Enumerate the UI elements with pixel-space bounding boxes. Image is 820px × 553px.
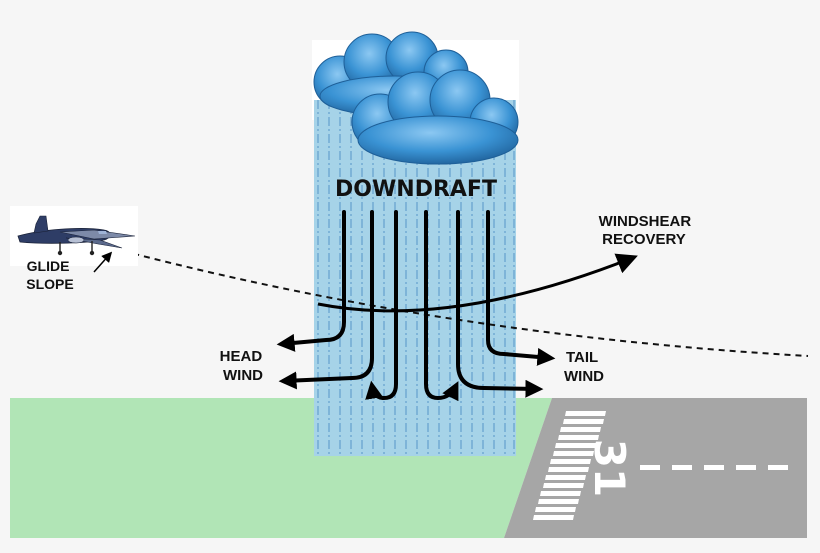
airplane-icon (10, 206, 138, 266)
head-wind-label: HEAD WIND (220, 348, 267, 384)
flow-arrow-down-left (365, 210, 398, 401)
flow-arrow-tail-wind-upper (456, 210, 544, 398)
flow-arrow-head-wind-lower (278, 210, 374, 390)
glide-slope-label: GLIDE SLOPE (26, 258, 73, 292)
downdraft-label: DOWNDRAFT (335, 177, 497, 202)
flow-arrow-head-wind-upper (276, 210, 346, 352)
downdraft-flow-arrows (276, 210, 556, 402)
glide-slope-path (111, 247, 809, 357)
windshear-recovery-arrow (317, 253, 638, 313)
flow-arrow-tail-wind-lower (486, 210, 556, 366)
runway-number: 31 (585, 439, 634, 497)
glide-slope-pointer (93, 251, 113, 273)
runway-centerline (640, 465, 788, 470)
flow-arrow-down-right (424, 210, 459, 402)
windshear-recovery-label: WINDSHEAR RECOVERY (599, 213, 696, 248)
storm-cloud-front (351, 69, 519, 165)
runway-threshold-stripes (533, 411, 606, 520)
tail-wind-label: TAIL WIND (564, 349, 604, 385)
